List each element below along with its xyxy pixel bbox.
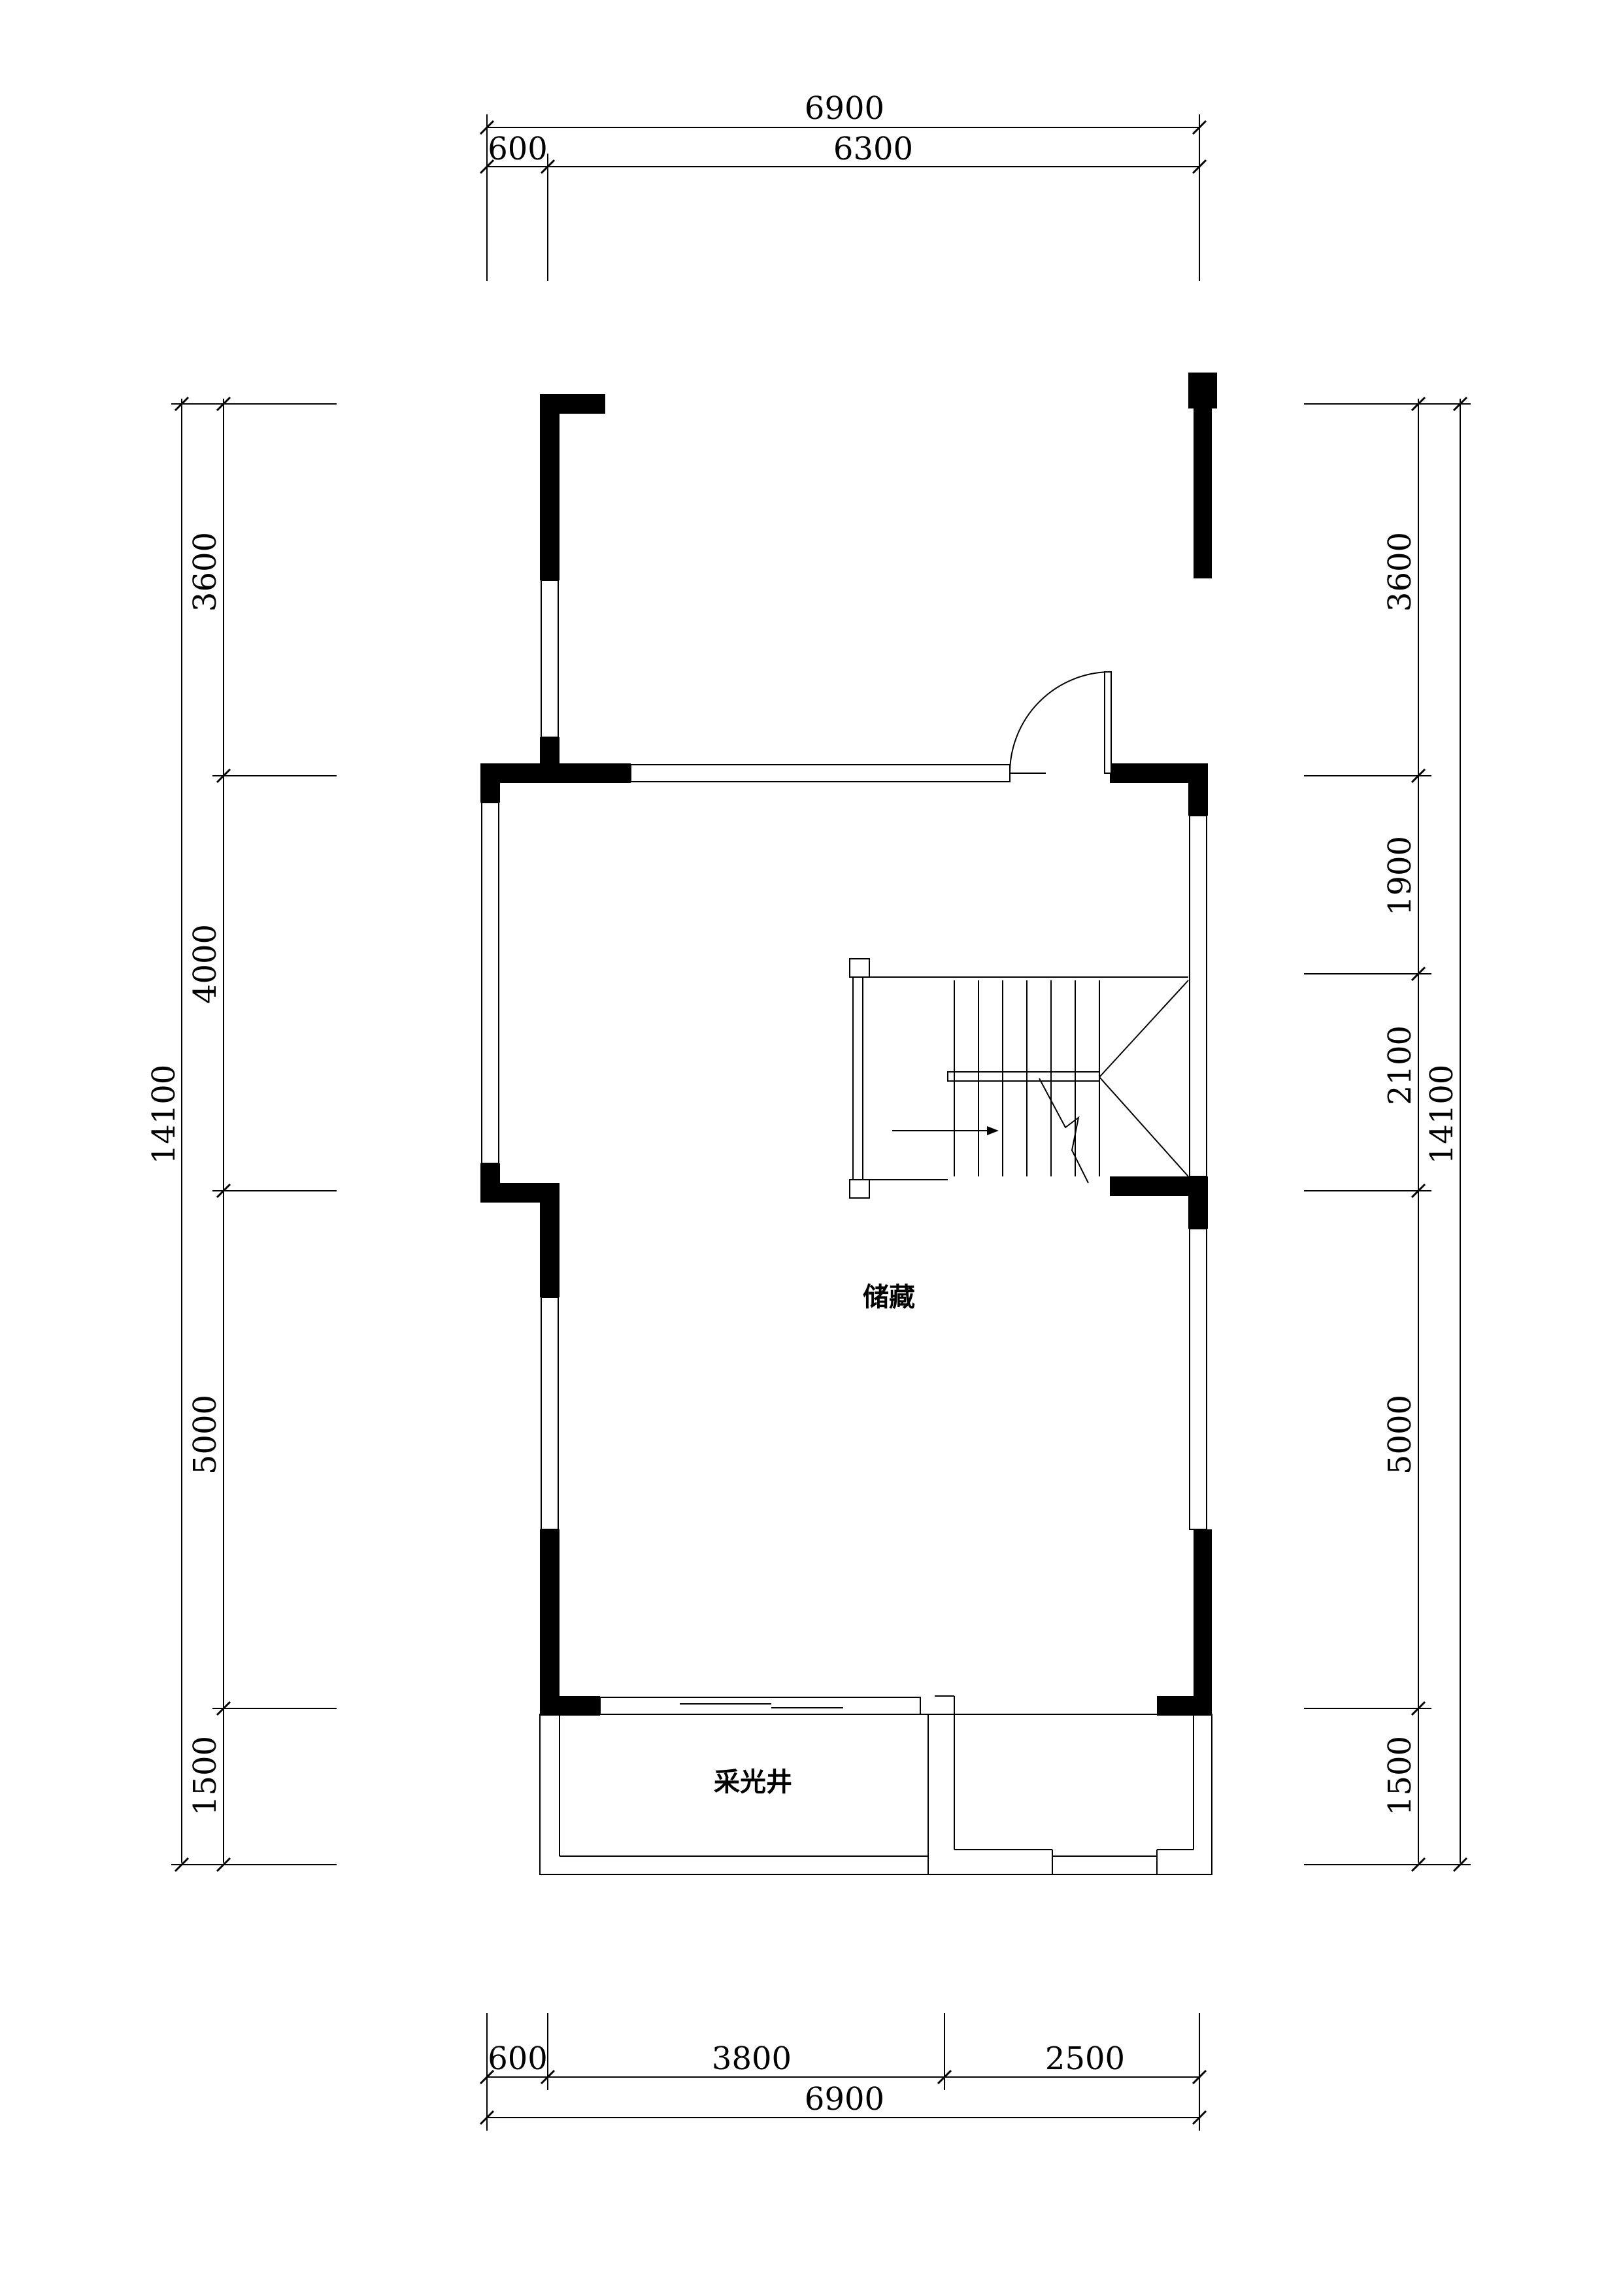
tick [216, 1701, 231, 1716]
room-label-storage: 储藏 [863, 1282, 915, 1312]
wall [540, 394, 560, 580]
tick [216, 396, 231, 412]
tick [479, 120, 495, 135]
tick [1192, 2069, 1207, 2085]
tick [216, 1183, 231, 1199]
tick [1192, 2110, 1207, 2125]
tick [479, 2110, 495, 2125]
window [1189, 815, 1207, 1177]
wall [1188, 763, 1208, 816]
tick [540, 159, 556, 175]
stair-post [849, 1179, 870, 1199]
wall [540, 1696, 600, 1716]
tick [1411, 1701, 1426, 1716]
right-seg1-dim: 3600 [1382, 532, 1418, 612]
tick [479, 159, 495, 175]
left-seg3-dim: 5000 [187, 1395, 224, 1474]
tick [1411, 1183, 1426, 1199]
bottom-seg3-dim: 2500 [1045, 2040, 1125, 2077]
tick [1411, 768, 1426, 784]
tick [1452, 396, 1468, 412]
window [541, 1297, 559, 1530]
window [481, 802, 499, 1164]
tick [174, 1857, 190, 1872]
tick [1192, 159, 1207, 175]
tick [174, 396, 190, 412]
light-well [539, 1695, 1212, 1875]
door-leaf [1104, 671, 1112, 774]
wall [1157, 1696, 1212, 1716]
tick [216, 1857, 231, 1872]
landing-diagonal [1099, 1076, 1189, 1177]
tick [216, 768, 231, 784]
bottom-seg2-dim: 3800 [712, 2040, 792, 2077]
tick [479, 2069, 495, 2085]
wall [480, 763, 631, 783]
stair-post [849, 958, 870, 978]
top-left-dim: 600 [488, 131, 548, 167]
right-seg2-dim: 1900 [1382, 836, 1418, 916]
right-seg5-dim: 1500 [1382, 1736, 1418, 1816]
bottom-seg1-dim: 600 [488, 2040, 548, 2077]
top-right-dim: 6300 [833, 131, 913, 167]
left-overall-dim: 14100 [146, 1065, 182, 1165]
left-seg4-dim: 1500 [187, 1736, 224, 1816]
light-well-outline [539, 1714, 1212, 1875]
window [541, 580, 559, 738]
tick [1411, 1857, 1426, 1872]
wall [1188, 1176, 1208, 1229]
right-seg4-dim: 5000 [1382, 1395, 1418, 1474]
stair-handrail [947, 1071, 1100, 1082]
tick [1411, 396, 1426, 412]
top-overall-dim: 6900 [805, 90, 884, 127]
door-swing-arc [1009, 671, 1112, 774]
wall [1194, 373, 1212, 578]
bottom-dimension-lines: 600 3800 2500 6900 [479, 2013, 1207, 2131]
left-seg1-dim: 3600 [187, 532, 224, 612]
right-seg3-dim: 2100 [1382, 1025, 1418, 1105]
landing-diagonal [1099, 980, 1189, 1078]
tick [1192, 120, 1207, 135]
wall [540, 1529, 560, 1716]
wall [1194, 1529, 1212, 1716]
tick [1411, 966, 1426, 982]
stair-direction-arrow-icon [987, 1126, 999, 1135]
walls [480, 373, 1217, 1716]
bottom-overall-dim: 6900 [805, 2081, 884, 2118]
entry-door [1009, 671, 1112, 774]
wall [540, 1183, 560, 1297]
tick [540, 2069, 556, 2085]
stair-break-line [1039, 1078, 1089, 1184]
tick [1452, 1857, 1468, 1872]
wall [480, 763, 500, 803]
left-seg2-dim: 4000 [187, 924, 224, 1004]
room-label-light-well: 采光井 [714, 1767, 792, 1797]
staircase [849, 958, 1189, 1199]
left-dimension-lines: 3600 4000 5000 1500 14100 [146, 396, 337, 1872]
tick [937, 2069, 952, 2085]
windows [481, 580, 1207, 1715]
window [630, 764, 1011, 782]
top-dimension-lines: 6900 600 6300 [479, 90, 1207, 281]
window [1189, 1228, 1207, 1530]
right-dimension-lines: 3600 1900 2100 5000 1500 14100 [1304, 396, 1471, 1872]
sliding-window [599, 1697, 921, 1715]
right-overall-dim: 14100 [1424, 1065, 1460, 1165]
